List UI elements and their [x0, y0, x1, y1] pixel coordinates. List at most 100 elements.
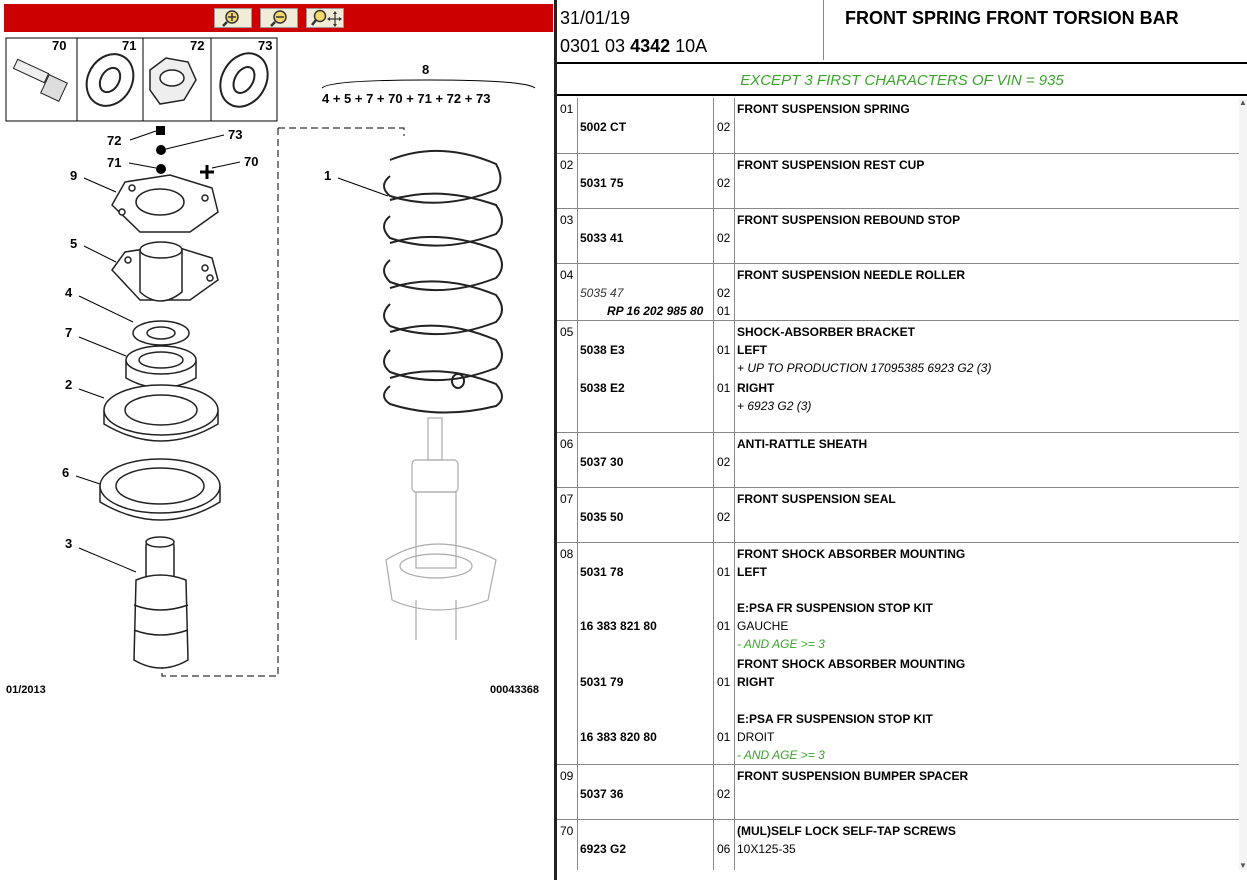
table-row[interactable]: 01 5002 CT 02 FRONT SUSPENSION SPRING	[557, 98, 1239, 154]
quantity: 01	[717, 675, 731, 689]
quantity: 02	[717, 455, 731, 469]
callout-label: 1	[324, 168, 331, 183]
part-reference[interactable]: 5035 50	[580, 510, 624, 524]
nut-drawing	[149, 57, 197, 105]
callout-label: 5	[70, 236, 77, 251]
part-description: FRONT SUSPENSION NEEDLE ROLLER	[737, 268, 966, 282]
seal-drawing	[125, 345, 197, 389]
quantity: 02	[717, 787, 731, 801]
part-variant: DROIT	[737, 730, 775, 744]
part-description: FRONT SHOCK ABSORBER MOUNTING	[737, 547, 966, 561]
vertical-scrollbar[interactable]: ▲ ▼	[1239, 98, 1247, 870]
part-description: FRONT SUSPENSION REBOUND STOP	[737, 213, 961, 227]
part-condition: - AND AGE >= 3	[737, 748, 825, 762]
table-row[interactable]: 70 6923 G2 06 (MUL)SELF LOCK SELF-TAP SC…	[557, 820, 1239, 870]
table-row[interactable]: 04 5035 47 02 RP 16 202 985 80 01 FRONT …	[557, 264, 1239, 321]
quantity: 01	[717, 730, 731, 744]
part-reference[interactable]: 5031 79	[580, 675, 624, 689]
part-reference[interactable]: 5033 41	[580, 231, 624, 245]
callout-label: 72	[107, 133, 121, 148]
table-row[interactable]: 07 5035 50 02 FRONT SUSPENSION SEAL	[557, 488, 1239, 543]
group-label: 8	[422, 62, 429, 77]
quantity: 06	[717, 842, 731, 856]
zoom-in-icon	[222, 10, 239, 27]
bracket-plate-drawing	[111, 174, 219, 233]
diagram-date: 01/2013	[6, 684, 46, 696]
part-variant: GAUCHE	[737, 619, 789, 633]
small-part-label: 71	[122, 38, 136, 53]
quantity: 02	[717, 120, 731, 134]
quantity: 02	[717, 176, 731, 190]
callout-label: 9	[70, 168, 77, 183]
table-row[interactable]: 05 5038 E3 01 5038 E2 01 SHOCK-ABSORBER …	[557, 321, 1239, 433]
item-number: 03	[560, 213, 574, 227]
part-reference[interactable]: 5035 47	[580, 286, 624, 300]
callout-label: 3	[65, 536, 72, 551]
part-description: FRONT SUSPENSION SEAL	[737, 492, 896, 506]
zoom-pan-icon	[311, 9, 342, 27]
zoom-out-button[interactable]	[260, 8, 298, 28]
callout-label: 70	[244, 154, 258, 169]
part-reference[interactable]: 5038 E3	[580, 343, 625, 357]
part-description: FRONT SUSPENSION BUMPER SPACER	[737, 769, 969, 783]
part-reference[interactable]: RP 16 202 985 80	[607, 304, 704, 318]
part-reference[interactable]: 16 383 821 80	[580, 619, 657, 633]
callout-label: 4	[65, 285, 73, 300]
part-reference[interactable]: 5031 78	[580, 565, 624, 579]
callout-label: 7	[65, 325, 72, 340]
quantity: 02	[717, 510, 731, 524]
part-reference[interactable]: 5038 E2	[580, 381, 625, 395]
part-reference[interactable]: 5037 36	[580, 787, 624, 801]
part-reference[interactable]: 5031 75	[580, 176, 624, 190]
item-number: 07	[560, 492, 574, 506]
part-reference[interactable]: 5002 CT	[580, 120, 627, 134]
washer-drawing	[219, 52, 269, 108]
needle-roller-drawing	[132, 320, 190, 346]
quantity: 01	[717, 381, 731, 395]
part-description: ANTI-RATTLE SHEATH	[737, 437, 868, 451]
part-condition: + UP TO PRODUCTION 17095385 6923 G2 (3)	[737, 361, 992, 375]
callout-label: 71	[107, 155, 121, 170]
part-condition: + 6923 G2 (3)	[737, 399, 812, 413]
part-reference[interactable]: 6923 G2	[580, 842, 627, 856]
part-reference[interactable]: 16 383 820 80	[580, 730, 657, 744]
bearing-mount-drawing	[111, 241, 219, 302]
table-row[interactable]: 09 5037 36 02 FRONT SUSPENSION BUMPER SP…	[557, 765, 1239, 820]
shock-absorber-drawing	[385, 417, 497, 640]
item-number: 01	[560, 102, 574, 116]
item-number: 06	[560, 437, 574, 451]
table-row[interactable]: 03 5033 41 02 FRONT SUSPENSION REBOUND S…	[557, 209, 1239, 264]
zoom-in-button[interactable]	[214, 8, 252, 28]
catalog-date: 31/01/19	[560, 8, 631, 28]
diagram-pane: 70 71 72 73 8 4 + 5 + 7 + 70 + 71 + 72 +…	[0, 0, 554, 880]
quantity: 02	[717, 231, 731, 245]
item-number: 05	[560, 325, 574, 339]
part-description: E:PSA FR SUSPENSION STOP KIT	[737, 601, 933, 615]
bump-stop-drawing	[133, 536, 189, 669]
pane-divider[interactable]	[554, 0, 557, 880]
part-description: FRONT SHOCK ABSORBER MOUNTING	[737, 657, 966, 671]
small-part-label: 73	[258, 38, 272, 53]
quantity: 01	[717, 565, 731, 579]
part-condition: - AND AGE >= 3	[737, 637, 825, 651]
zoom-pan-button[interactable]	[306, 8, 344, 28]
table-row[interactable]: 06 5037 30 02 ANTI-RATTLE SHEATH	[557, 433, 1239, 488]
table-row[interactable]: 02 5031 75 02 FRONT SUSPENSION REST CUP	[557, 154, 1239, 209]
quantity: 01	[717, 304, 731, 318]
callout-label: 6	[62, 465, 69, 480]
group-formula: 4 + 5 + 7 + 70 + 71 + 72 + 73	[322, 91, 490, 106]
item-number: 09	[560, 769, 574, 783]
exploded-parts-diagram: 70 71 72 73 8 4 + 5 + 7 + 70 + 71 + 72 +…	[5, 37, 536, 677]
table-row[interactable]: 08 5031 78 01 16 383 821 80 01 5031 79 0…	[557, 543, 1239, 765]
part-description: E:PSA FR SUSPENSION STOP KIT	[737, 712, 933, 726]
washer-drawing	[85, 53, 135, 107]
scroll-up-arrow-icon[interactable]: ▲	[1239, 98, 1247, 107]
zoom-toolbar	[4, 4, 553, 32]
scroll-down-arrow-icon[interactable]: ▼	[1239, 861, 1247, 870]
small-part-label: 72	[190, 38, 204, 53]
header-info: 31/01/19 0301 03 4342 10A	[557, 0, 824, 60]
part-description: SHOCK-ABSORBER BRACKET	[737, 325, 916, 339]
zoom-out-icon	[270, 10, 287, 27]
part-reference[interactable]: 5037 30	[580, 455, 624, 469]
item-number: 08	[560, 547, 574, 561]
